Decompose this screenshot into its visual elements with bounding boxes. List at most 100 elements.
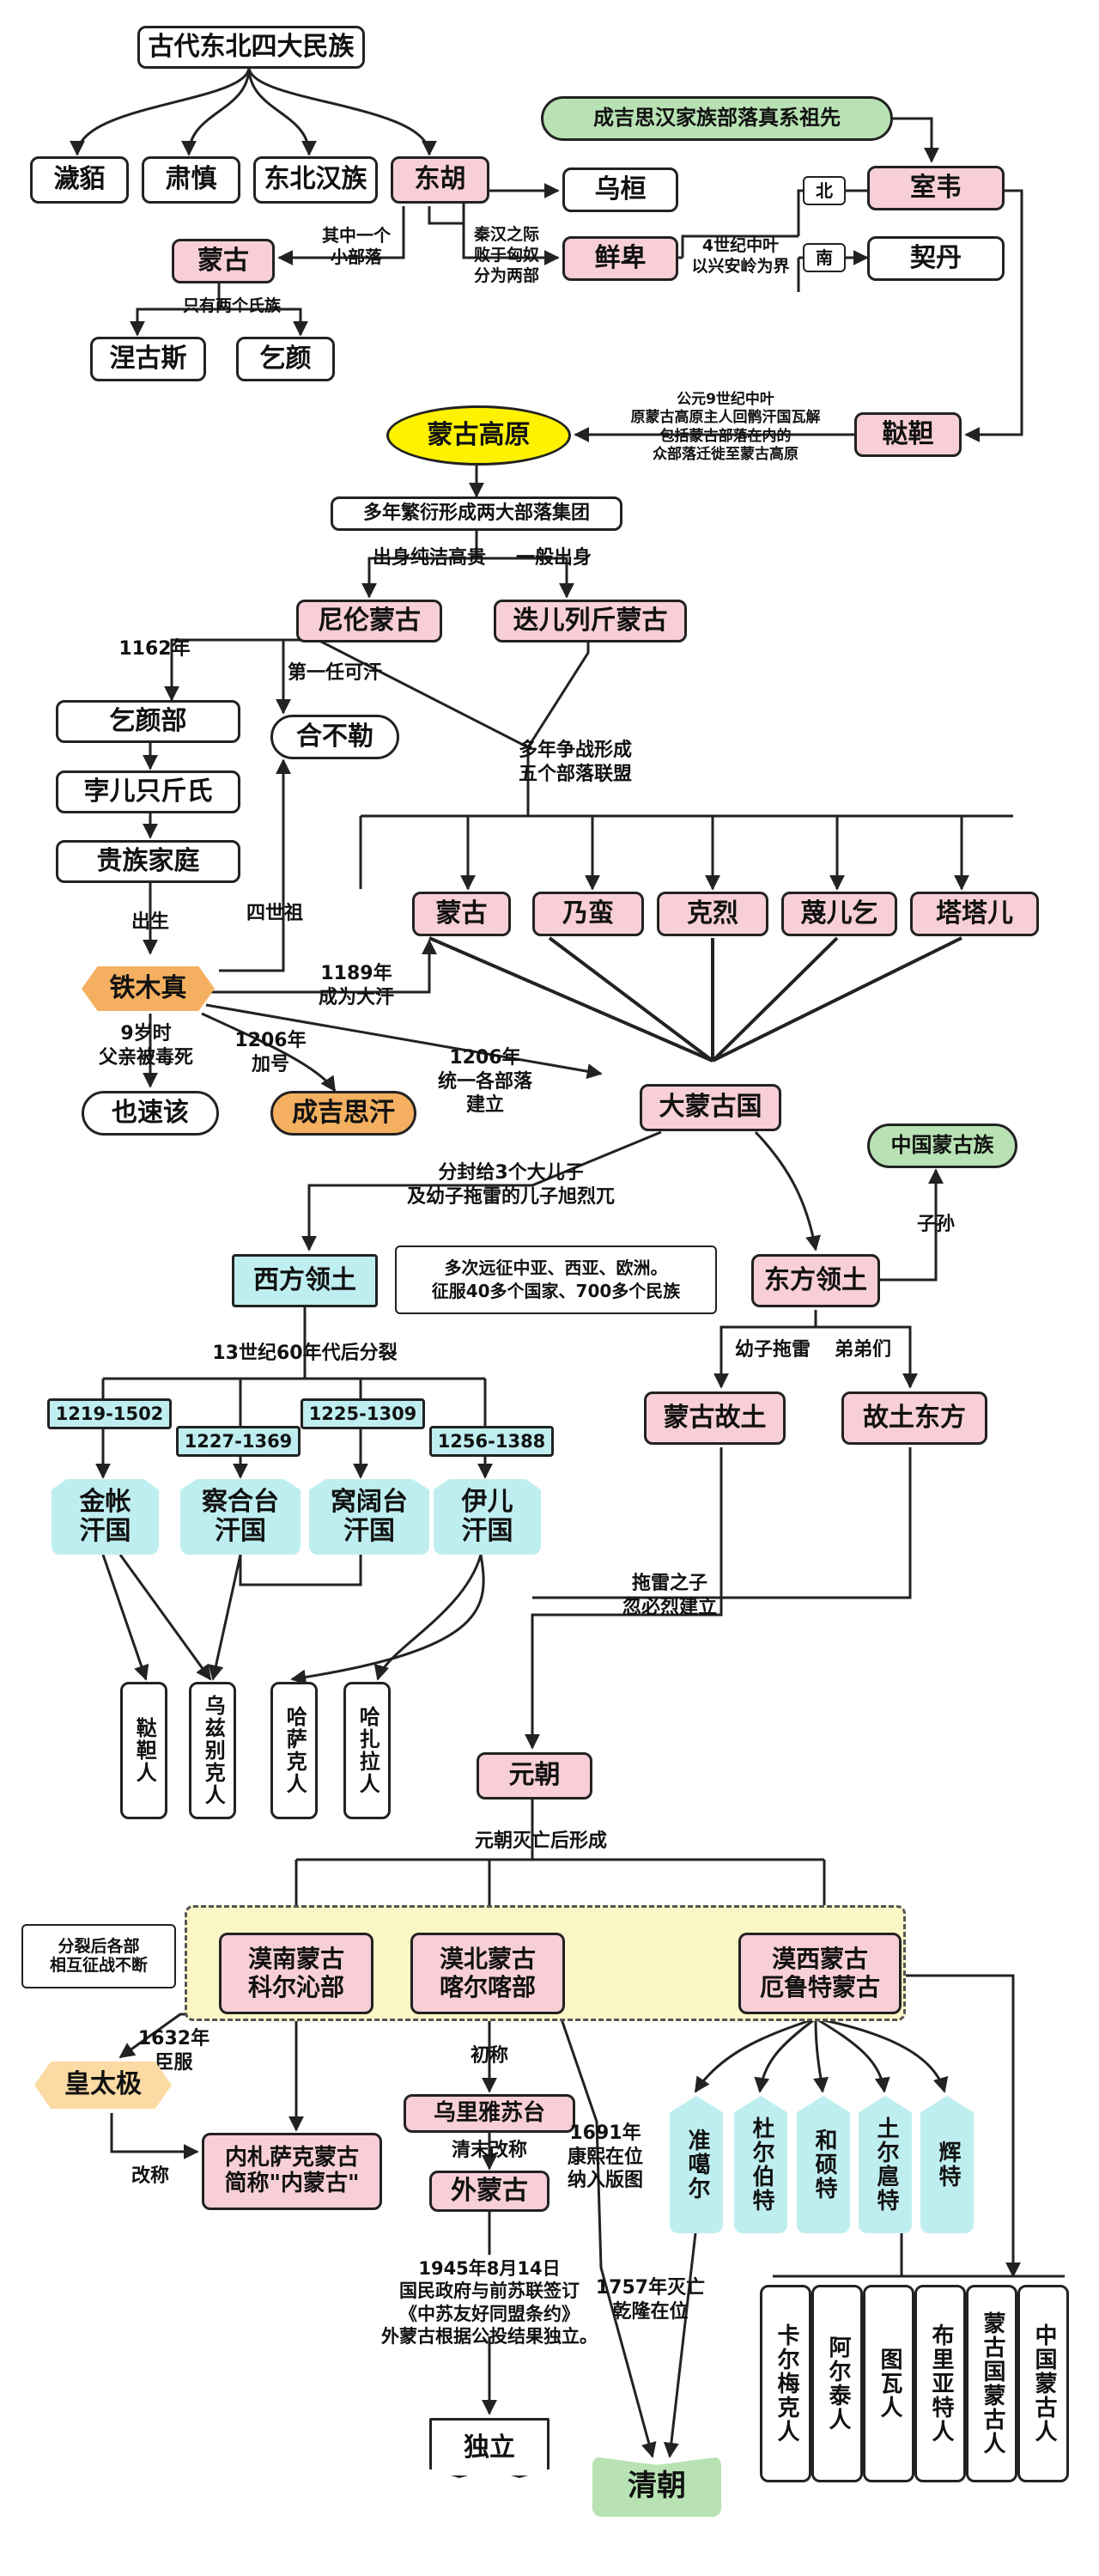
label-split-1260s: 13世纪60年代后分裂	[212, 1343, 398, 1364]
label-birth: 出生	[131, 911, 169, 933]
node-hoit: 辉特	[920, 2096, 974, 2233]
label-1945: 1945年8月14日 国民政府与前苏联签订 《中苏友好同盟条约》 外蒙古根据公投…	[381, 2258, 598, 2347]
node-east-land: 故土东方	[841, 1392, 987, 1445]
node-tatar-people: 鞑靼人	[120, 1682, 167, 1819]
node-uzbek: 乌兹别克人	[189, 1682, 236, 1819]
node-hebule: 合不勒	[270, 715, 399, 759]
node-kalmyk: 卡尔梅克人	[760, 2285, 811, 2482]
node-mobei: 漠北蒙古 喀尔喀部	[410, 1933, 565, 2014]
node-torghut: 土尔扈特	[859, 2096, 912, 2233]
node-donghu: 东胡	[391, 156, 489, 204]
label-1162: 1162年	[118, 638, 191, 660]
node-west-territory: 西方领土	[232, 1254, 378, 1307]
label-pure-noble: 出身纯洁高贵	[372, 547, 486, 569]
label-south: 南	[803, 243, 846, 272]
node-buryat: 布里亚特人	[914, 2285, 966, 2482]
node-ilkhan: 伊儿 汗国	[434, 1479, 541, 1555]
node-qiyan: 乞颜	[236, 337, 335, 381]
node-noble-family: 贵族家庭	[56, 840, 240, 883]
label-one-small-tribe: 其中一个 小部落	[322, 225, 391, 267]
node-qing: 清朝	[592, 2457, 721, 2517]
node-moxi: 漠西蒙古 厄鲁特蒙古	[738, 1933, 902, 2014]
label-fourth-ancestor: 四世祖	[246, 903, 303, 924]
node-plateau: 蒙古高原	[386, 405, 571, 466]
node-mierqi: 蔑儿乞	[781, 892, 897, 936]
label-late-qing: 清末改称	[451, 2140, 527, 2161]
node-kelie: 克烈	[657, 892, 768, 936]
node-menggu-early: 蒙古	[172, 239, 275, 283]
label-wars-alliance: 多年争战形成 五个部落联盟	[518, 740, 632, 785]
node-mongolia-people: 蒙古国蒙古人	[966, 2285, 1017, 2482]
label-kublai: 拖雷之子 忽必烈建立	[622, 1573, 717, 1618]
label-after-yuan: 元朝灭亡后形成	[474, 1830, 607, 1852]
label-1189: 1189年 成为大汗	[318, 963, 394, 1008]
label-north: 北	[803, 176, 846, 205]
node-expedition-note: 多次远征中亚、西亚、欧洲。 征服40多个国家、700多个民族	[395, 1245, 717, 1314]
node-split-note: 分裂后各部 相互征战不断	[21, 1924, 176, 1988]
node-tatar: 塔塔儿	[910, 892, 1039, 936]
date-golden: 1219-1502	[47, 1398, 172, 1429]
node-qiyan-bu: 乞颜部	[56, 700, 240, 743]
node-khoshut: 和硕特	[797, 2096, 850, 2233]
node-inner-mongolia: 内札萨克蒙古 简称"内蒙古"	[202, 2133, 382, 2210]
label-ordinary: 一般出身	[515, 547, 592, 569]
node-naiman: 乃蛮	[532, 892, 644, 936]
node-dorbet: 杜尔伯特	[734, 2096, 787, 2233]
node-huimo: 濊貊	[30, 156, 129, 204]
node-mohe: 鞑靼	[854, 412, 962, 457]
node-temujin: 铁木真	[82, 966, 215, 1011]
label-originally: 初称	[470, 2045, 508, 2067]
date-ogedei: 1225-1309	[301, 1398, 425, 1429]
node-niren: 尼伦蒙古	[296, 600, 442, 642]
label-brothers: 弟弟们	[834, 1339, 891, 1361]
node-chinese-mongol: 中国蒙古族	[867, 1124, 1017, 1168]
node-menggu-tribe: 蒙古	[412, 892, 511, 936]
node-homeland: 蒙古故土	[644, 1392, 786, 1445]
label-first-khan: 第一任可汗	[287, 662, 382, 684]
label-1757: 1757年灭亡 乾隆在位	[595, 2277, 706, 2323]
node-wuhuan: 乌桓	[562, 167, 678, 212]
node-khazar: 哈扎拉人	[343, 1682, 391, 1819]
node-chengji-ancestor: 成吉思汉家族部落真系祖先	[541, 96, 893, 141]
label-youngest-tolui: 幼子拖雷	[734, 1339, 811, 1361]
label-nine-years: 9岁时 父亲被毒死	[98, 1023, 193, 1069]
node-niegusi: 涅古斯	[90, 337, 206, 381]
node-sushen: 肃慎	[142, 156, 240, 204]
node-kazakh: 哈萨克人	[270, 1682, 318, 1819]
node-outer-mongolia: 外蒙古	[429, 2171, 550, 2212]
node-xianbei: 鲜卑	[562, 236, 678, 281]
node-yesugei: 也速该	[82, 1091, 219, 1136]
node-chagatai: 察合台 汗国	[180, 1479, 301, 1555]
node-ogedei: 窝阔台 汗国	[309, 1479, 429, 1555]
label-enfeoff: 分封给3个大儿子 及幼子拖雷的儿子旭烈兀	[406, 1162, 615, 1208]
node-monan: 漠南蒙古 科尔沁部	[219, 1933, 373, 2014]
node-dzungar: 准噶尔	[670, 2096, 723, 2233]
date-ilkhan: 1256-1388	[429, 1426, 554, 1457]
title-ancient-peoples: 古代东北四大民族	[137, 26, 365, 69]
node-golden-horde: 金帐 汗国	[52, 1479, 159, 1555]
label-renamed: 改称	[131, 2165, 169, 2187]
node-independence: 独立	[429, 2418, 550, 2478]
label-1206-title: 1206年 加号	[234, 1030, 307, 1075]
label-1632: 1632年 臣服	[137, 2028, 210, 2074]
date-chagatai: 1227-1369	[176, 1426, 301, 1457]
node-qidan: 契丹	[867, 236, 1005, 281]
node-huangtaiji: 皇太极	[34, 2061, 172, 2109]
label-descendants: 子孙	[916, 1214, 955, 1235]
node-tuva: 图瓦人	[863, 2285, 914, 2482]
node-great-mongol: 大蒙古国	[640, 1084, 781, 1131]
label-1206-unify: 1206年 统一各部落 建立	[437, 1047, 532, 1116]
node-dieliejin: 迭儿列斤蒙古	[494, 600, 687, 642]
node-altai: 阿尔泰人	[811, 2285, 863, 2482]
node-china-mongol: 中国蒙古人	[1017, 2285, 1069, 2482]
node-borjigin: 孛儿只斤氏	[56, 770, 240, 813]
label-ninth-century: 公元9世纪中叶 原蒙古高原主人回鹘汗国瓦解 包括蒙古部落在内的 众部落迁徙至蒙古…	[630, 391, 821, 463]
label-1691: 1691年 康熙在位 纳入版图	[567, 2122, 643, 2191]
node-east-territory: 东方领土	[751, 1254, 880, 1307]
node-two-groups: 多年繁衍形成两大部落集团	[331, 496, 622, 531]
label-qin-han: 秦汉之际 败于匈奴 分为两部	[473, 225, 539, 285]
node-genghis: 成吉思汗	[270, 1091, 416, 1136]
node-dongbei-han: 东北汉族	[253, 156, 378, 204]
label-only-two-clans: 只有两个氏族	[182, 296, 281, 315]
node-shiwei: 室韦	[867, 166, 1005, 210]
